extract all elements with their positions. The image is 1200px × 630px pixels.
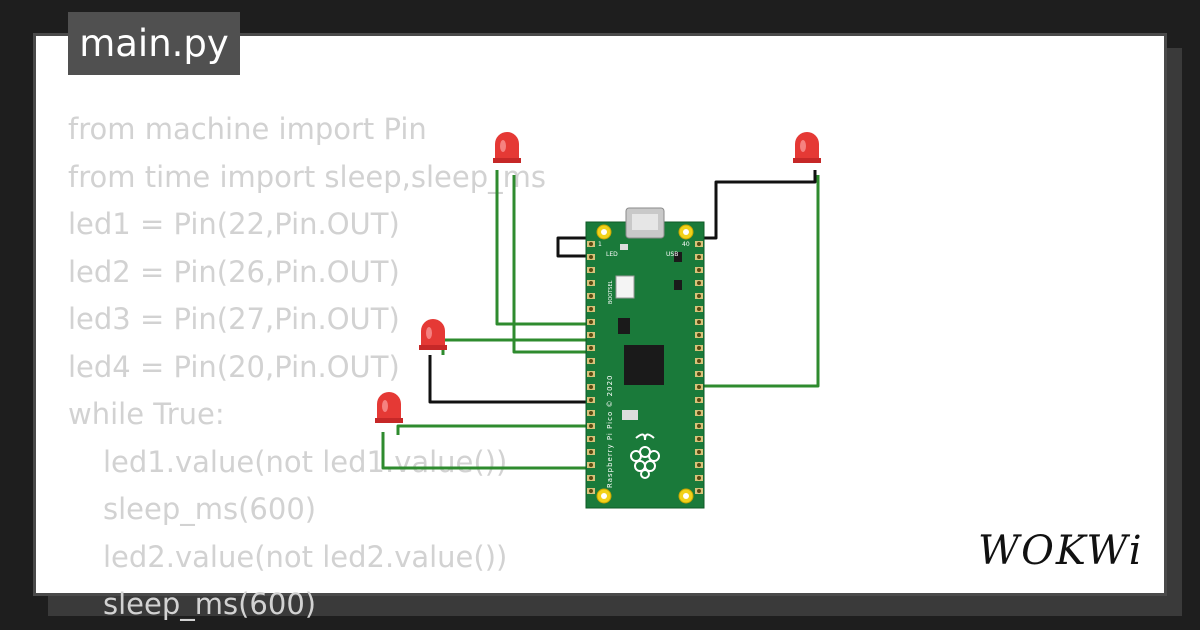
header-pin-hole	[589, 476, 593, 480]
header-pin-hole	[697, 346, 701, 350]
header-pin-hole	[589, 281, 593, 285]
header-pin-hole	[589, 346, 593, 350]
code-line: led1 = Pin(22,Pin.OUT)	[68, 207, 400, 241]
pin-header-right	[695, 241, 703, 494]
silk-bootsel: BOOTSEL	[608, 280, 614, 304]
header-pin-hole	[589, 320, 593, 324]
code-line: led4 = Pin(20,Pin.OUT)	[68, 349, 400, 384]
header-pin-hole	[697, 268, 701, 272]
header-pin-hole	[589, 437, 593, 441]
header-pin-hole	[589, 333, 593, 337]
wire-led1-gnd	[556, 170, 817, 258]
header-pin-hole	[697, 385, 701, 389]
wokwi-logo: WOKWi	[978, 528, 1144, 574]
header-pin-hole	[697, 411, 701, 415]
header-pin-hole	[589, 463, 593, 467]
led-icon[interactable]	[793, 132, 821, 163]
code-listing: from machine import Pin from time import …	[68, 106, 1164, 621]
header-pin-hole	[697, 307, 701, 311]
header-pin-hole	[697, 242, 701, 246]
header-pin-hole	[589, 450, 593, 454]
header-pin-hole	[589, 489, 593, 493]
led-icon[interactable]	[375, 392, 403, 423]
header-pin-hole	[697, 437, 701, 441]
header-pin-hole	[589, 255, 593, 259]
wire-led3-gnd	[428, 355, 597, 404]
silk-board-name: Raspberry Pi Pico © 2020	[606, 375, 614, 489]
wire-led4-gnd	[381, 432, 597, 470]
header-pin-hole	[697, 281, 701, 285]
header-pin-hole	[697, 333, 701, 337]
header-pin-hole	[589, 268, 593, 272]
silk-led: LED	[606, 251, 618, 258]
code-line: sleep_ms(600)	[103, 587, 317, 621]
bootsel-button[interactable]	[615, 275, 635, 299]
header-pin-hole	[589, 411, 593, 415]
header-pin-hole	[589, 372, 593, 376]
silk-usb: USB	[666, 251, 678, 258]
header-pin-hole	[697, 255, 701, 259]
header-pin-hole	[697, 372, 701, 376]
header-pin-hole	[697, 294, 701, 298]
file-tab[interactable]: main.py	[68, 12, 240, 75]
pin-header-left	[587, 241, 595, 494]
header-pin-hole	[697, 450, 701, 454]
header-pin-hole	[589, 359, 593, 363]
header-pin-hole	[589, 242, 593, 246]
raspberry-pi-logo-icon	[630, 433, 660, 479]
code-line: led3 = Pin(27,Pin.OUT)	[68, 302, 400, 336]
header-pin-hole	[589, 385, 593, 389]
code-line: from time import sleep,sleep_ms	[68, 159, 547, 194]
header-pin-hole	[697, 489, 701, 493]
header-pin-hole	[697, 476, 701, 480]
pico-board[interactable]: LED USB 1 40 BOOTSEL Raspberry Pi Pico ©…	[585, 207, 705, 509]
code-line: sleep_ms(600)	[103, 492, 317, 526]
code-line: led2 = Pin(26,Pin.OUT)	[68, 254, 400, 289]
wire-led1-signal	[690, 175, 820, 388]
code-line: led2.value(not led2.value())	[103, 539, 508, 574]
header-pin-hole	[589, 307, 593, 311]
led-icon[interactable]	[493, 132, 521, 163]
header-pin-hole	[589, 398, 593, 402]
header-pin-hole	[697, 398, 701, 402]
wire-led2-gnd	[495, 170, 597, 326]
code-line: led1.value(not led1.value())	[103, 444, 508, 479]
header-pin-hole	[697, 359, 701, 363]
flash-chip	[618, 318, 630, 334]
code-line: from machine import Pin	[68, 112, 427, 146]
led-icon[interactable]	[419, 319, 447, 350]
header-pin-hole	[697, 424, 701, 428]
code-line: while True:	[68, 397, 225, 431]
header-pin-hole	[589, 294, 593, 298]
silk-pin-1: 1	[598, 241, 602, 248]
header-pin-hole	[697, 463, 701, 467]
header-pin-hole	[697, 320, 701, 324]
header-pin-hole	[589, 424, 593, 428]
led-component	[620, 244, 628, 250]
silk-pin-40: 40	[682, 241, 690, 248]
rp2040-chip	[624, 345, 664, 385]
